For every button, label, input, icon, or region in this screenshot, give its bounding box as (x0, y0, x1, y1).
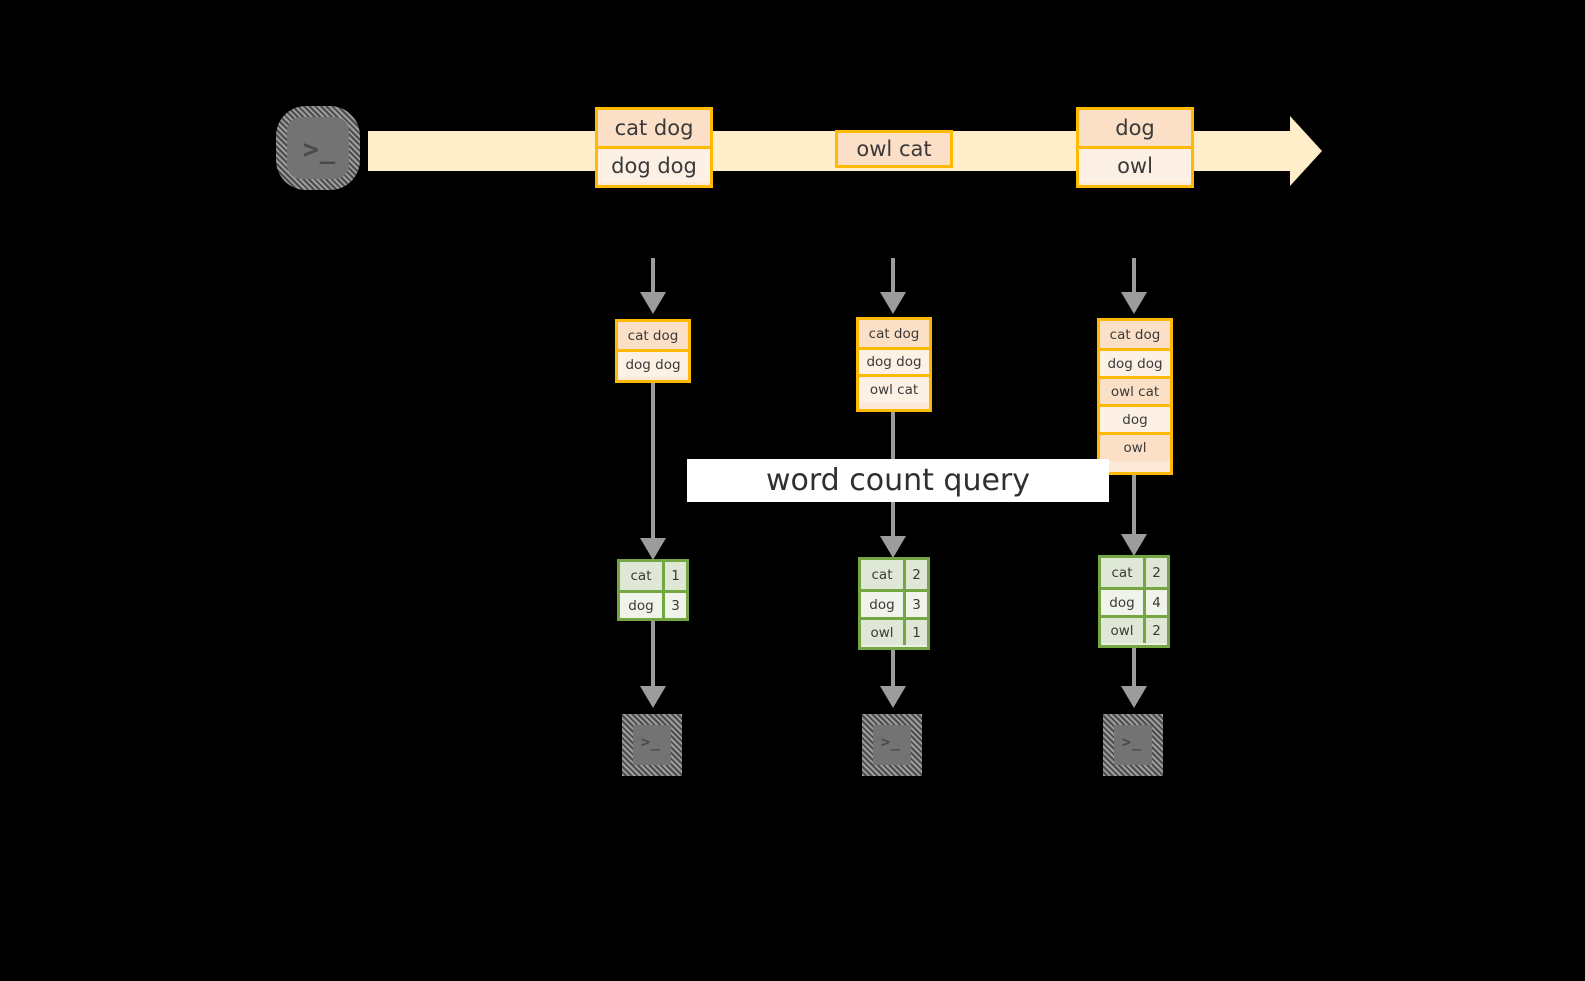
query-connector-arrowhead-1 (640, 538, 666, 560)
input-batch-1: cat dog dog dog (615, 319, 691, 383)
result-row: dog 3 (620, 590, 686, 618)
result-word: cat (861, 560, 903, 589)
feed-connector-arrowhead-3 (1121, 292, 1147, 314)
input-batch-row: cat dog (618, 322, 688, 349)
terminal-screen (287, 117, 349, 179)
terminal-screen (873, 725, 911, 765)
sink-terminal-icon-1[interactable]: >_ (622, 714, 682, 776)
sink-terminal-icon-3[interactable]: >_ (1103, 714, 1163, 776)
query-connector-line-3 (1132, 475, 1136, 537)
result-word: dog (620, 593, 662, 618)
query-connector-arrowhead-3 (1121, 534, 1147, 556)
query-connector-arrowhead-2 (880, 536, 906, 558)
result-row: dog 3 (861, 589, 927, 617)
sink-connector-arrowhead-3 (1121, 686, 1147, 708)
input-batch-row: owl (1100, 432, 1170, 461)
sink-connector-arrowhead-1 (640, 686, 666, 708)
input-batch-row: owl cat (859, 374, 929, 403)
result-count: 2 (1143, 618, 1167, 643)
result-row: dog 4 (1101, 587, 1167, 615)
result-count: 1 (662, 562, 686, 590)
terminal-screen (633, 725, 671, 765)
stream-event-3: dog owl (1076, 107, 1194, 188)
stream-event-line: owl (1079, 146, 1191, 182)
feed-connector-line-2 (891, 258, 895, 294)
input-batch-row: dog dog (859, 347, 929, 374)
input-batch-3: cat dog dog dog owl cat dog owl (1097, 318, 1173, 475)
result-count: 1 (903, 620, 927, 645)
query-label: word count query (687, 459, 1109, 502)
input-batch-row: dog (1100, 404, 1170, 432)
stream-arrowhead (1290, 116, 1322, 186)
sink-terminal-icon-2[interactable]: >_ (862, 714, 922, 776)
result-word: cat (1101, 558, 1143, 587)
stream-event-2: owl cat (835, 130, 953, 168)
sink-connector-line-2 (891, 650, 895, 690)
feed-connector-line-3 (1132, 258, 1136, 294)
result-row: owl 1 (861, 617, 927, 645)
terminal-prompt-glyph: >_ (1122, 733, 1143, 751)
stream-event-line: cat dog (598, 110, 710, 146)
feed-connector-arrowhead-1 (640, 292, 666, 314)
input-batch-row: dog dog (618, 349, 688, 377)
result-row: cat 1 (620, 562, 686, 590)
result-word: owl (861, 620, 903, 645)
terminal-prompt-glyph: >_ (303, 135, 337, 165)
terminal-prompt-glyph: >_ (641, 733, 662, 751)
result-row: cat 2 (1101, 558, 1167, 587)
stream-event-1: cat dog dog dog (595, 107, 713, 188)
sink-connector-arrowhead-2 (880, 686, 906, 708)
input-batch-row: cat dog (859, 320, 929, 347)
result-row: cat 2 (861, 560, 927, 589)
result-count: 2 (903, 560, 927, 589)
result-count: 2 (1143, 558, 1167, 587)
terminal-prompt-glyph: >_ (881, 733, 902, 751)
result-word: dog (1101, 590, 1143, 615)
input-batch-2: cat dog dog dog owl cat (856, 317, 932, 412)
feed-connector-line-1 (651, 258, 655, 294)
result-word: owl (1101, 618, 1143, 643)
input-batch-row: owl cat (1100, 376, 1170, 404)
stream-event-line: dog dog (598, 146, 710, 182)
result-table-1: cat 1 dog 3 (617, 559, 689, 621)
sink-connector-line-3 (1132, 648, 1136, 690)
feed-connector-arrowhead-2 (880, 292, 906, 314)
result-word: dog (861, 592, 903, 617)
source-terminal-icon[interactable]: >_ (276, 106, 360, 190)
input-batch-row: dog dog (1100, 348, 1170, 376)
sink-connector-line-1 (651, 621, 655, 689)
input-batch-row: cat dog (1100, 321, 1170, 348)
result-count: 3 (662, 593, 686, 618)
stream-event-line: owl cat (838, 133, 950, 165)
result-count: 4 (1143, 590, 1167, 615)
query-connector-line-1 (651, 383, 655, 541)
terminal-screen (1114, 725, 1152, 765)
result-count: 3 (903, 592, 927, 617)
result-row: owl 2 (1101, 615, 1167, 643)
result-table-2: cat 2 dog 3 owl 1 (858, 557, 930, 650)
result-table-3: cat 2 dog 4 owl 2 (1098, 555, 1170, 648)
stream-event-line: dog (1079, 110, 1191, 146)
result-word: cat (620, 562, 662, 590)
